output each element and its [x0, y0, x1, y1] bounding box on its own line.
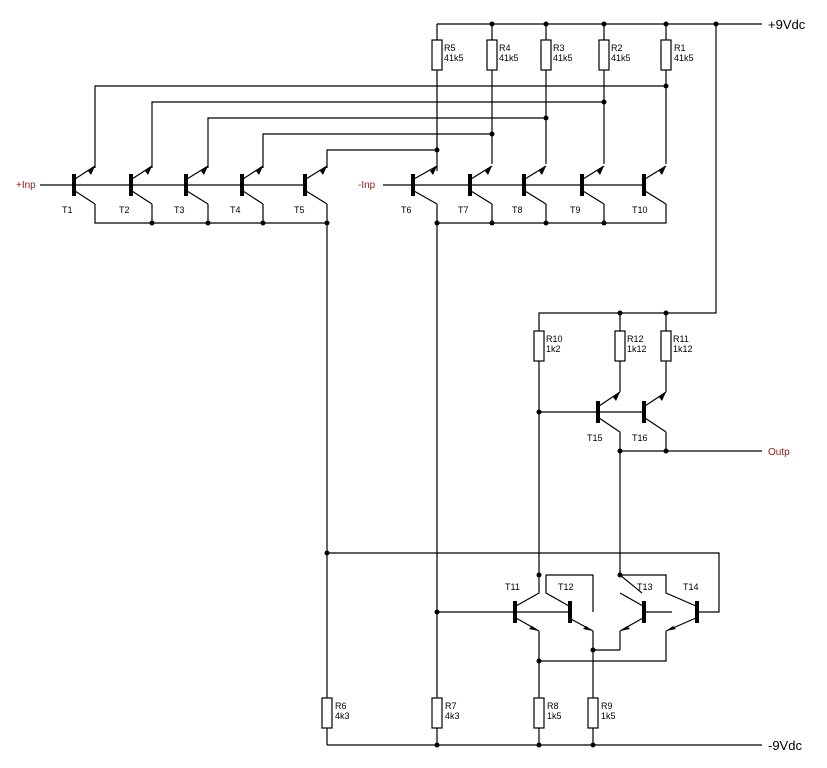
left-collector-bus	[94, 204, 328, 555]
svg-text:1k2: 1k2	[546, 344, 561, 354]
resistor-r5: R5 41k5	[431, 24, 464, 171]
svg-text:R3: R3	[553, 43, 565, 53]
wire-r2-t2	[151, 101, 604, 168]
resistor-r12: R12 1k12	[614, 330, 647, 392]
transistor-t5: T5	[242, 165, 328, 215]
transistor-t11: T11	[437, 563, 540, 632]
transistor-t14: T14	[620, 574, 699, 632]
input-minus-label: -Inp	[358, 180, 376, 191]
resistor-r7: R7 4k3	[431, 612, 460, 745]
svg-text:T11: T11	[505, 582, 520, 592]
svg-text:T2: T2	[119, 205, 130, 215]
transistor-t6: T6	[383, 165, 438, 215]
svg-text:1k5: 1k5	[601, 711, 616, 721]
svg-text:T15: T15	[587, 433, 603, 443]
svg-text:R5: R5	[444, 43, 456, 53]
resistor-r9: R9 1k5	[587, 650, 616, 745]
wire-r1-t1	[94, 85, 666, 168]
svg-text:1k5: 1k5	[547, 711, 562, 721]
output-supply-wire	[538, 24, 717, 331]
emitter-node-wire	[538, 631, 667, 696]
positive-rail-label: +9Vdc	[768, 17, 806, 32]
svg-text:41k5: 41k5	[499, 53, 519, 63]
output-label: Outp	[768, 447, 790, 458]
svg-text:R1: R1	[674, 43, 686, 53]
svg-text:R10: R10	[546, 334, 563, 344]
svg-text:T14: T14	[683, 582, 699, 592]
svg-text:41k5: 41k5	[444, 53, 464, 63]
svg-text:4k3: 4k3	[335, 711, 350, 721]
svg-text:4k3: 4k3	[445, 711, 460, 721]
resistor-r8: R8 1k5	[533, 696, 562, 745]
svg-text:T8: T8	[512, 205, 523, 215]
feedback-loop-wire	[327, 552, 720, 613]
transistor-t8: T8	[470, 165, 547, 215]
svg-text:T10: T10	[632, 205, 648, 215]
svg-text:T6: T6	[401, 205, 412, 215]
svg-text:R8: R8	[547, 701, 559, 711]
svg-text:T13: T13	[637, 582, 653, 592]
svg-text:R11: R11	[673, 334, 689, 344]
svg-text:R12: R12	[627, 334, 644, 344]
right-collector-bus	[436, 204, 667, 612]
resistor-r1: R1 41k5	[660, 24, 694, 164]
transistor-t16: T16	[598, 391, 667, 443]
transistor-t12: T12	[515, 574, 594, 632]
wire-r5-t5	[326, 149, 437, 168]
svg-text:T4: T4	[230, 205, 241, 215]
resistor-r11: R11 1k12	[660, 313, 693, 392]
wire-r4-t4	[262, 133, 492, 168]
svg-text:41k5: 41k5	[611, 53, 631, 63]
transistor-t13: T13	[619, 563, 672, 632]
svg-text:41k5: 41k5	[553, 53, 573, 63]
svg-text:R4: R4	[499, 43, 511, 53]
svg-text:41k5: 41k5	[674, 53, 694, 63]
transistor-t4: T4	[186, 165, 264, 215]
resistor-r10: R10 1k2	[533, 330, 563, 563]
svg-text:T12: T12	[558, 582, 574, 592]
svg-text:T16: T16	[632, 433, 648, 443]
resistor-r4: R4 41k5	[486, 24, 519, 164]
transistor-t10: T10	[582, 165, 667, 215]
transistor-t9: T9	[524, 165, 605, 215]
resistor-r2: R2 41k5	[598, 24, 631, 164]
transistor-t1: T1	[40, 165, 96, 215]
input-plus-label: +Inp	[16, 180, 36, 191]
wire-r3-t3	[207, 117, 546, 168]
svg-text:R7: R7	[445, 701, 457, 711]
svg-text:1k12: 1k12	[673, 344, 693, 354]
svg-text:T9: T9	[570, 205, 581, 215]
svg-text:T7: T7	[458, 205, 469, 215]
resistor-r3: R3 41k5	[540, 24, 573, 164]
svg-text:R9: R9	[601, 701, 613, 711]
negative-rail-label: -9Vdc	[768, 738, 802, 753]
svg-text:T1: T1	[62, 205, 73, 215]
svg-text:1k12: 1k12	[627, 344, 647, 354]
transistor-t2: T2	[74, 165, 153, 215]
output-wire	[619, 432, 762, 563]
svg-text:R2: R2	[611, 43, 623, 53]
transistor-t3: T3	[131, 165, 209, 215]
transistor-t15: T15	[539, 391, 621, 443]
svg-text:T5: T5	[294, 205, 305, 215]
svg-text:T3: T3	[174, 205, 185, 215]
resistor-r6: R6 4k3	[321, 555, 350, 745]
svg-text:R6: R6	[335, 701, 347, 711]
